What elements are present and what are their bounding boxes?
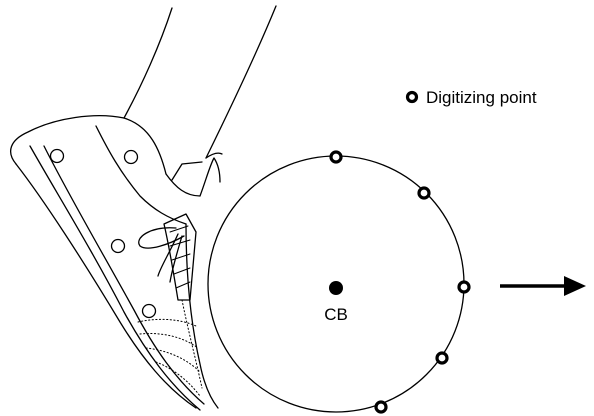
digitizing-point (459, 282, 469, 292)
digitizing-point (331, 152, 341, 162)
collar-eyelet-circle (125, 151, 138, 164)
legend: Digitizing point (408, 88, 537, 107)
legend-label: Digitizing point (426, 88, 537, 107)
digitizing-point (419, 188, 429, 198)
ball-direction-arrow (500, 276, 586, 296)
heel-eyelet-circle (51, 150, 64, 163)
shoe-drawing (11, 116, 222, 410)
side-eyelet-circle (112, 240, 125, 253)
leg-drawing (124, 6, 276, 158)
legend-digitizing-point-icon (408, 93, 417, 102)
center-of-ball-label: CB (324, 305, 348, 324)
digitizing-point (437, 353, 447, 363)
digitizing-points (331, 152, 469, 412)
ball: CB (208, 152, 469, 412)
digitizing-point (376, 402, 386, 412)
toe-eyelet-circle (143, 305, 156, 318)
center-of-ball-point (329, 281, 343, 295)
